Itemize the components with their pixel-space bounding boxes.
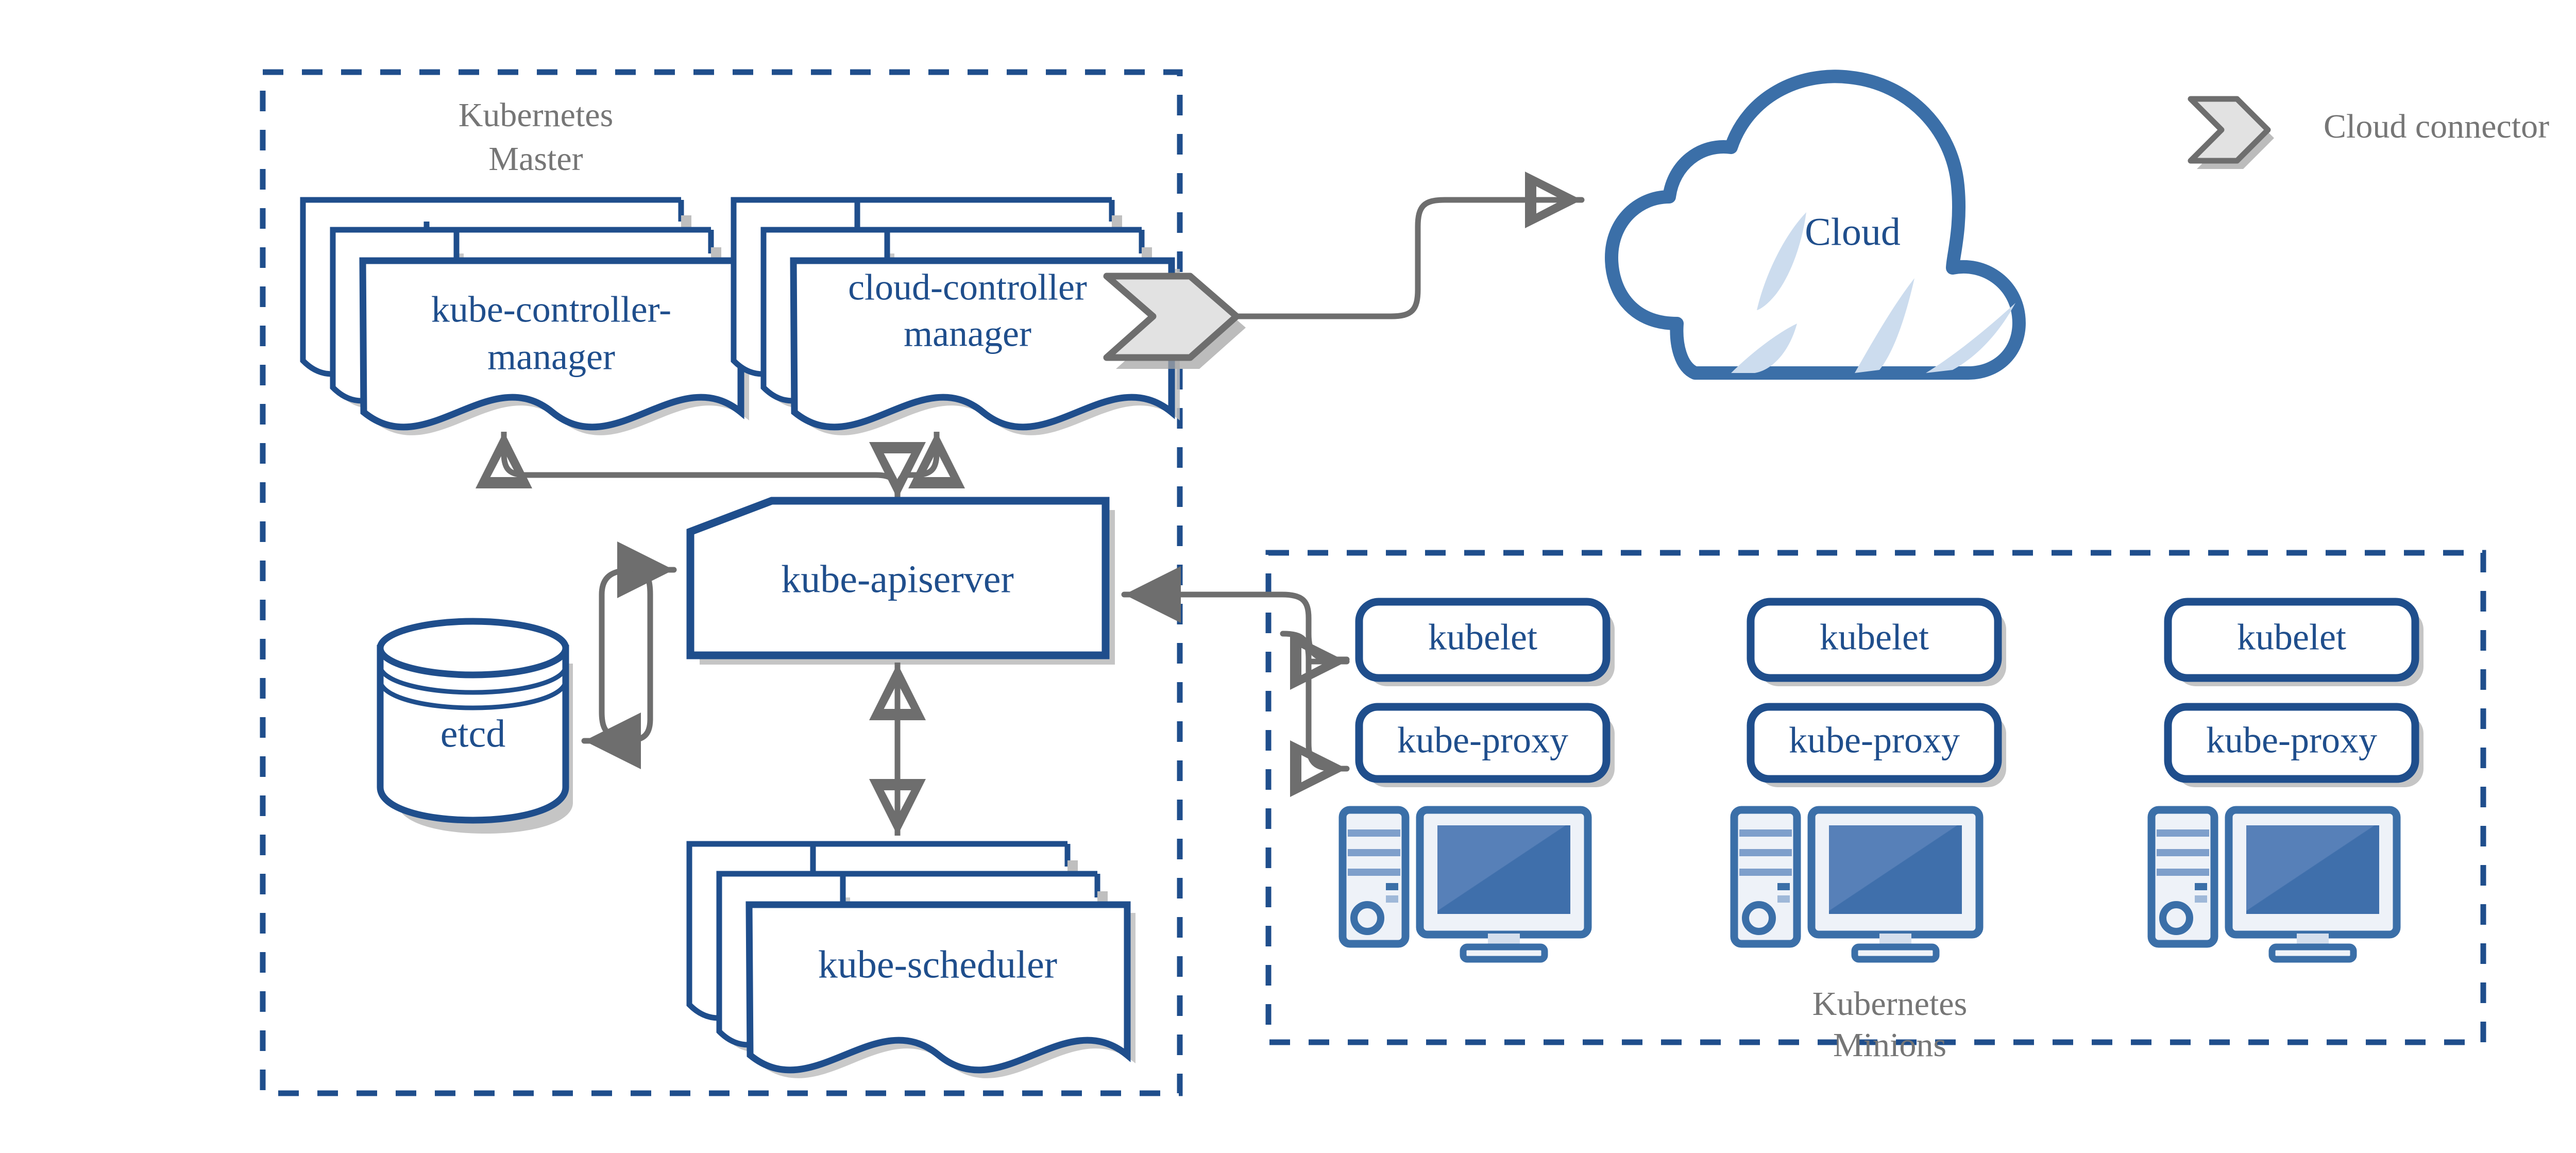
m1-tower-led-2 — [1386, 895, 1398, 903]
connector-apiserver-minions — [1121, 566, 1350, 797]
etcd-top-ellipse — [377, 618, 569, 679]
m3-monitor-screen — [2246, 825, 2379, 914]
node-etcd[interactable]: etcd — [377, 618, 573, 834]
m1-tower-stripe-1 — [1348, 829, 1400, 837]
apiserver-shape[interactable] — [686, 497, 1110, 659]
cloud-accent-2 — [1731, 324, 1797, 373]
m1-monitor-base — [1460, 943, 1548, 963]
branch-upper-to-kubelet — [1290, 633, 1350, 690]
cloud-connector-chevron-icon[interactable] — [1103, 273, 1246, 369]
minion-node-3[interactable]: kubelet kube-proxy — [2147, 598, 2424, 963]
m2-tower-stripe-2 — [1739, 849, 1792, 856]
cloud-controller-manager-label-line2: manager — [904, 313, 1031, 354]
m3-tower-stripe-1 — [2157, 829, 2209, 837]
m2-monitor-base — [1851, 943, 1940, 963]
minion-node-1[interactable]: kubelet kube-proxy — [1338, 598, 1615, 963]
etcd-label: etcd — [440, 712, 506, 755]
m2-kubeproxy-box[interactable] — [1747, 703, 2002, 783]
doc-front-cloud-controller-manager[interactable] — [790, 257, 1175, 431]
m2-desktop-computer-icon — [1730, 806, 1984, 963]
kube-apiserver-label: kube-apiserver — [781, 557, 1014, 601]
m3-tower-led-1 — [2195, 883, 2207, 890]
connector-line-ccm-cloud — [1233, 172, 1585, 319]
master-group-label-line1: Kubernetes — [459, 96, 614, 134]
doc-front-kube-controller-manager[interactable] — [359, 257, 744, 431]
legend-cloud-connector-label: Cloud connector — [2324, 108, 2549, 145]
kube-controller-manager-label-line1: kube-controller- — [431, 289, 671, 330]
m3-tower-stripe-3 — [2157, 869, 2209, 876]
node-kube-apiserver[interactable]: kube-apiserver — [686, 497, 1115, 665]
m2-tower-led-2 — [1777, 895, 1790, 903]
m2-tower-power-button — [1742, 901, 1776, 935]
m2-tower-led-1 — [1777, 883, 1790, 890]
doc-back-1-top-fill — [303, 200, 681, 222]
m2-kubeproxy-label: kube-proxy — [1789, 720, 1960, 761]
node-cloud-controller-manager[interactable]: cloud-controller manager — [731, 197, 1180, 435]
cloud-controller-manager-label-line1: cloud-controller — [848, 267, 1087, 308]
chevron-shape[interactable] — [1103, 273, 1240, 361]
minions-group-label-line2: Minions — [1833, 1026, 1946, 1064]
etcd-ring-2 — [378, 680, 568, 710]
node-kube-controller-manager[interactable]: kube-controller- manager — [300, 197, 749, 435]
m3-kubelet-label: kubelet — [2237, 617, 2346, 658]
m3-tower-led-2 — [2195, 895, 2207, 903]
m2-tower-stripe-1 — [1739, 829, 1792, 837]
m1-monitor-screen — [1437, 825, 1570, 914]
connector-controllers-apiserver — [476, 432, 965, 500]
arrow-minions-to-apiserver — [1121, 566, 1350, 663]
m1-tower-led-1 — [1386, 883, 1398, 890]
legend-chevron-shape — [2188, 96, 2271, 164]
arrow-etcd-to-apiserver — [599, 541, 677, 742]
m3-kubeproxy-box[interactable] — [2164, 703, 2419, 783]
node-kube-scheduler[interactable]: kube-scheduler — [686, 841, 1136, 1078]
etcd-ring-1 — [378, 665, 568, 695]
m3-desktop-computer-icon — [2147, 806, 2401, 963]
group-kubernetes-minions: Kubernetes Minions — [1265, 550, 2486, 1064]
m1-desktop-computer-icon — [1338, 806, 1592, 963]
minions-dashed-border — [1265, 550, 2486, 1045]
arrow-apiserver-to-etcd — [581, 567, 653, 769]
m3-kubeproxy-label: kube-proxy — [2206, 720, 2377, 761]
connector-apiserver-etcd — [581, 541, 677, 769]
connector-ccm-to-cloud — [1233, 172, 1585, 319]
node-cloud[interactable]: Cloud — [1605, 70, 2026, 380]
legend: Cloud connector — [2188, 96, 2549, 169]
m3-tower-stripe-2 — [2157, 849, 2209, 856]
legend-cloud-connector-icon — [2188, 96, 2274, 169]
bus-right-segment — [894, 450, 940, 500]
m2-kubelet-label: kubelet — [1820, 617, 1929, 658]
doc-front-kube-scheduler[interactable] — [745, 901, 1131, 1074]
m1-tower-stripe-2 — [1348, 849, 1400, 856]
master-group-label-line2: Master — [488, 140, 583, 178]
minion-node-2[interactable]: kubelet kube-proxy — [1730, 598, 2006, 963]
m1-tower-power-button — [1350, 901, 1384, 935]
cloud-label: Cloud — [1805, 210, 1901, 253]
minions-group-label-line1: Kubernetes — [1812, 985, 1968, 1023]
bus-left-segment — [501, 450, 901, 500]
kube-controller-manager-label-line2: manager — [487, 336, 615, 378]
cloud-outline[interactable] — [1605, 70, 2026, 380]
m2-tower-stripe-3 — [1739, 869, 1792, 876]
kube-scheduler-label: kube-scheduler — [818, 943, 1057, 986]
cloud-accent-1 — [1757, 212, 1806, 310]
m1-kubelet-label: kubelet — [1428, 617, 1537, 658]
m2-monitor-screen — [1829, 825, 1962, 914]
m3-tower-power-button — [2159, 901, 2193, 935]
m1-kubeproxy-box[interactable] — [1355, 703, 1611, 783]
m3-monitor-base — [2268, 943, 2357, 963]
m1-tower-stripe-3 — [1348, 869, 1400, 876]
m3-kubelet-box[interactable] — [2164, 598, 2419, 682]
m1-kubeproxy-label: kube-proxy — [1397, 720, 1568, 761]
cloud-accent-4 — [1855, 278, 1914, 373]
m1-kubelet-box[interactable] — [1355, 598, 1611, 682]
m2-kubelet-box[interactable] — [1747, 598, 2002, 682]
